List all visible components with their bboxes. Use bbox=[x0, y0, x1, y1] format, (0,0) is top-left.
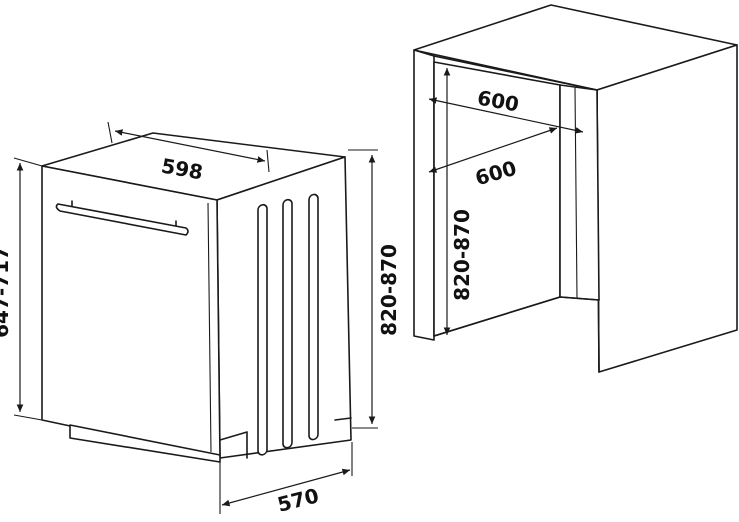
side-groove-3 bbox=[308, 193, 319, 441]
door-inner-edge bbox=[207, 202, 212, 453]
niche-right-side bbox=[596, 44, 738, 373]
label-height-820-870: 820-870 bbox=[377, 244, 401, 336]
niche-inner-right bbox=[559, 84, 600, 301]
side-foot bbox=[334, 417, 352, 421]
niche-left-panel bbox=[413, 49, 435, 341]
side-groove-2 bbox=[282, 198, 293, 449]
niche-floor bbox=[433, 296, 600, 337]
dim-height-820-870: 820-870 bbox=[348, 149, 401, 429]
dim-door-647-717: 647-717 bbox=[0, 157, 43, 421]
side-groove-1 bbox=[257, 203, 268, 456]
niche-cabinet: 600 600 820-870 bbox=[413, 4, 738, 373]
label-door-647-717: 647-717 bbox=[0, 246, 13, 338]
label-niche-height-820-870: 820-870 bbox=[450, 209, 474, 301]
door-handle bbox=[55, 200, 189, 236]
dim-niche-height-820-870: 820-870 bbox=[443, 68, 474, 335]
dishwasher: 598 570 820-870 647-717 bbox=[0, 121, 401, 517]
side-notch bbox=[219, 431, 248, 459]
